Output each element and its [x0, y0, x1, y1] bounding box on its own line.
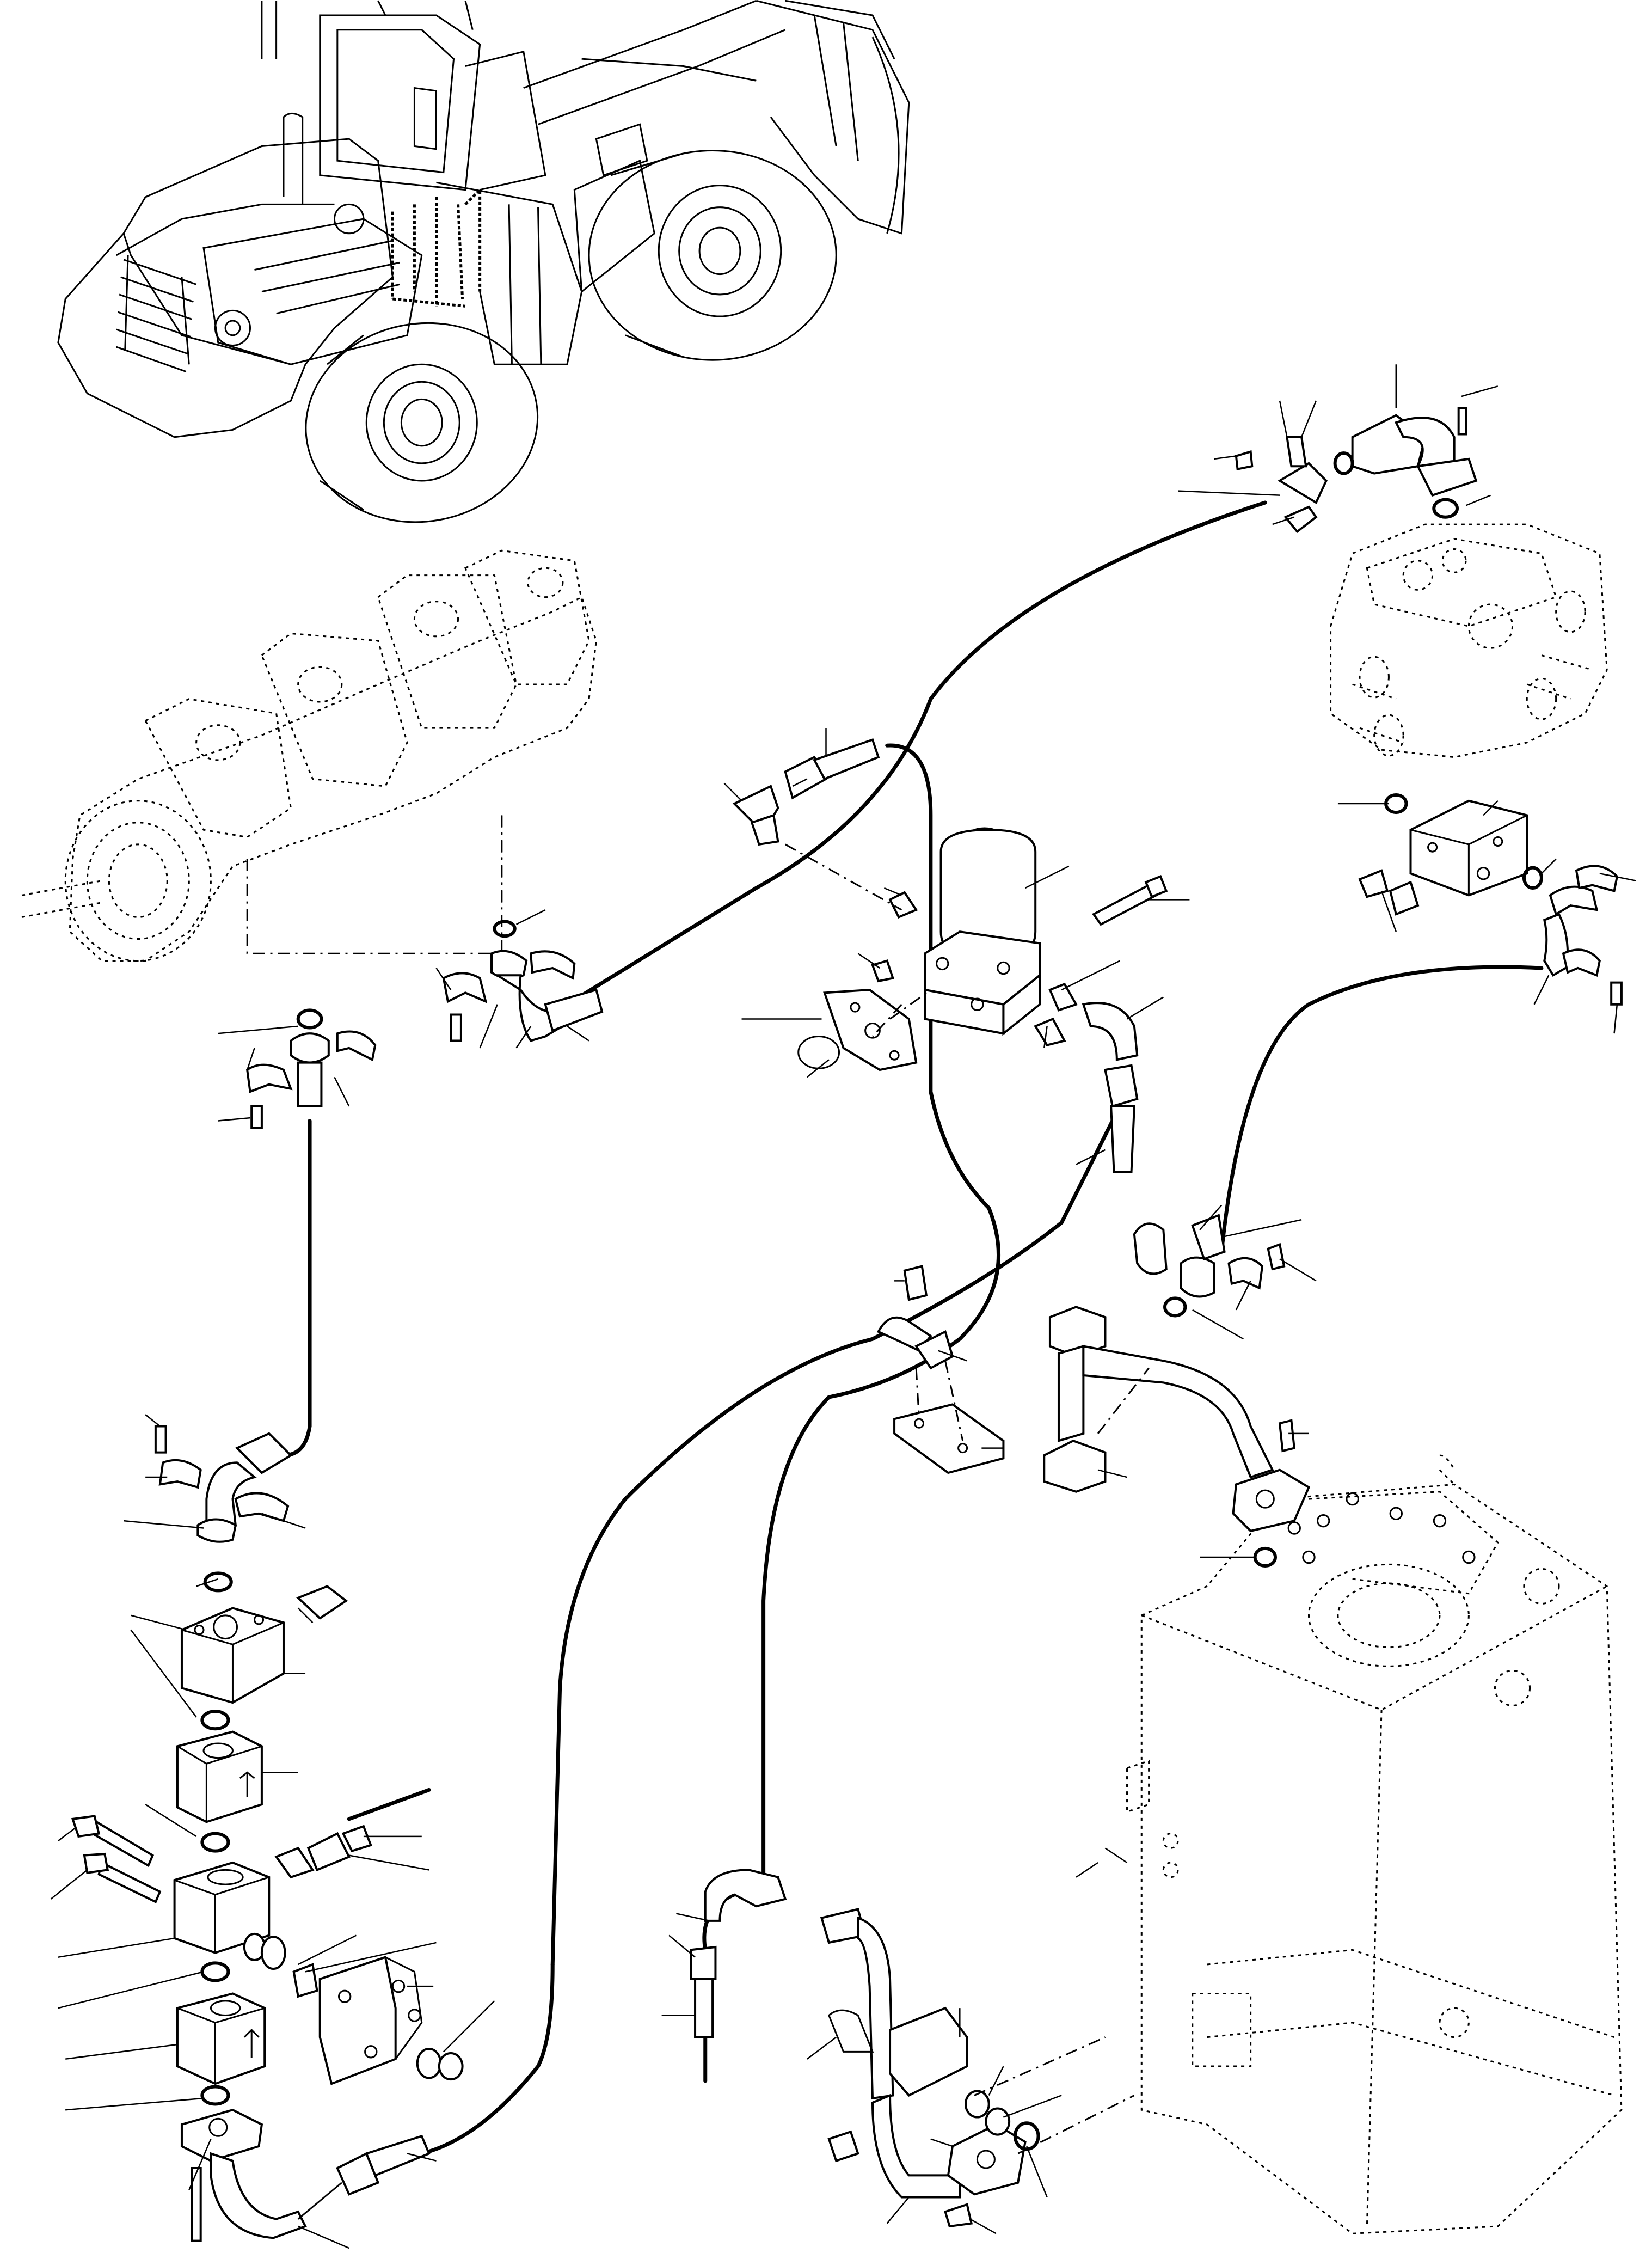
- pump-flange-fittings: [247, 921, 602, 1128]
- center-bottom-fittings: [691, 1870, 1134, 2226]
- hose-pump-to-valve: [567, 503, 1265, 1005]
- valve-flange-fittings: [1236, 408, 1476, 531]
- wheel-loader-illustration: [58, 1, 909, 540]
- hose-long-left: [422, 1964, 552, 2153]
- accumulator: [734, 739, 1166, 1171]
- control-valve: [1331, 524, 1607, 757]
- hydraulic-tank: [1127, 1455, 1622, 2233]
- hose-support-clamp: [879, 1266, 1004, 1473]
- tank-return-tube: [1044, 1307, 1309, 1566]
- hose-pump-left: [284, 1121, 310, 1455]
- hose-accumulator-loop: [764, 745, 999, 1891]
- hose-right: [1221, 967, 1542, 1252]
- hose-lines: [284, 503, 1542, 2153]
- manifold-stack: [73, 1427, 463, 2241]
- callout-leaders: [51, 364, 1636, 2248]
- right-valve-block: [1134, 795, 1622, 1315]
- hydraulic-pump: [22, 550, 596, 960]
